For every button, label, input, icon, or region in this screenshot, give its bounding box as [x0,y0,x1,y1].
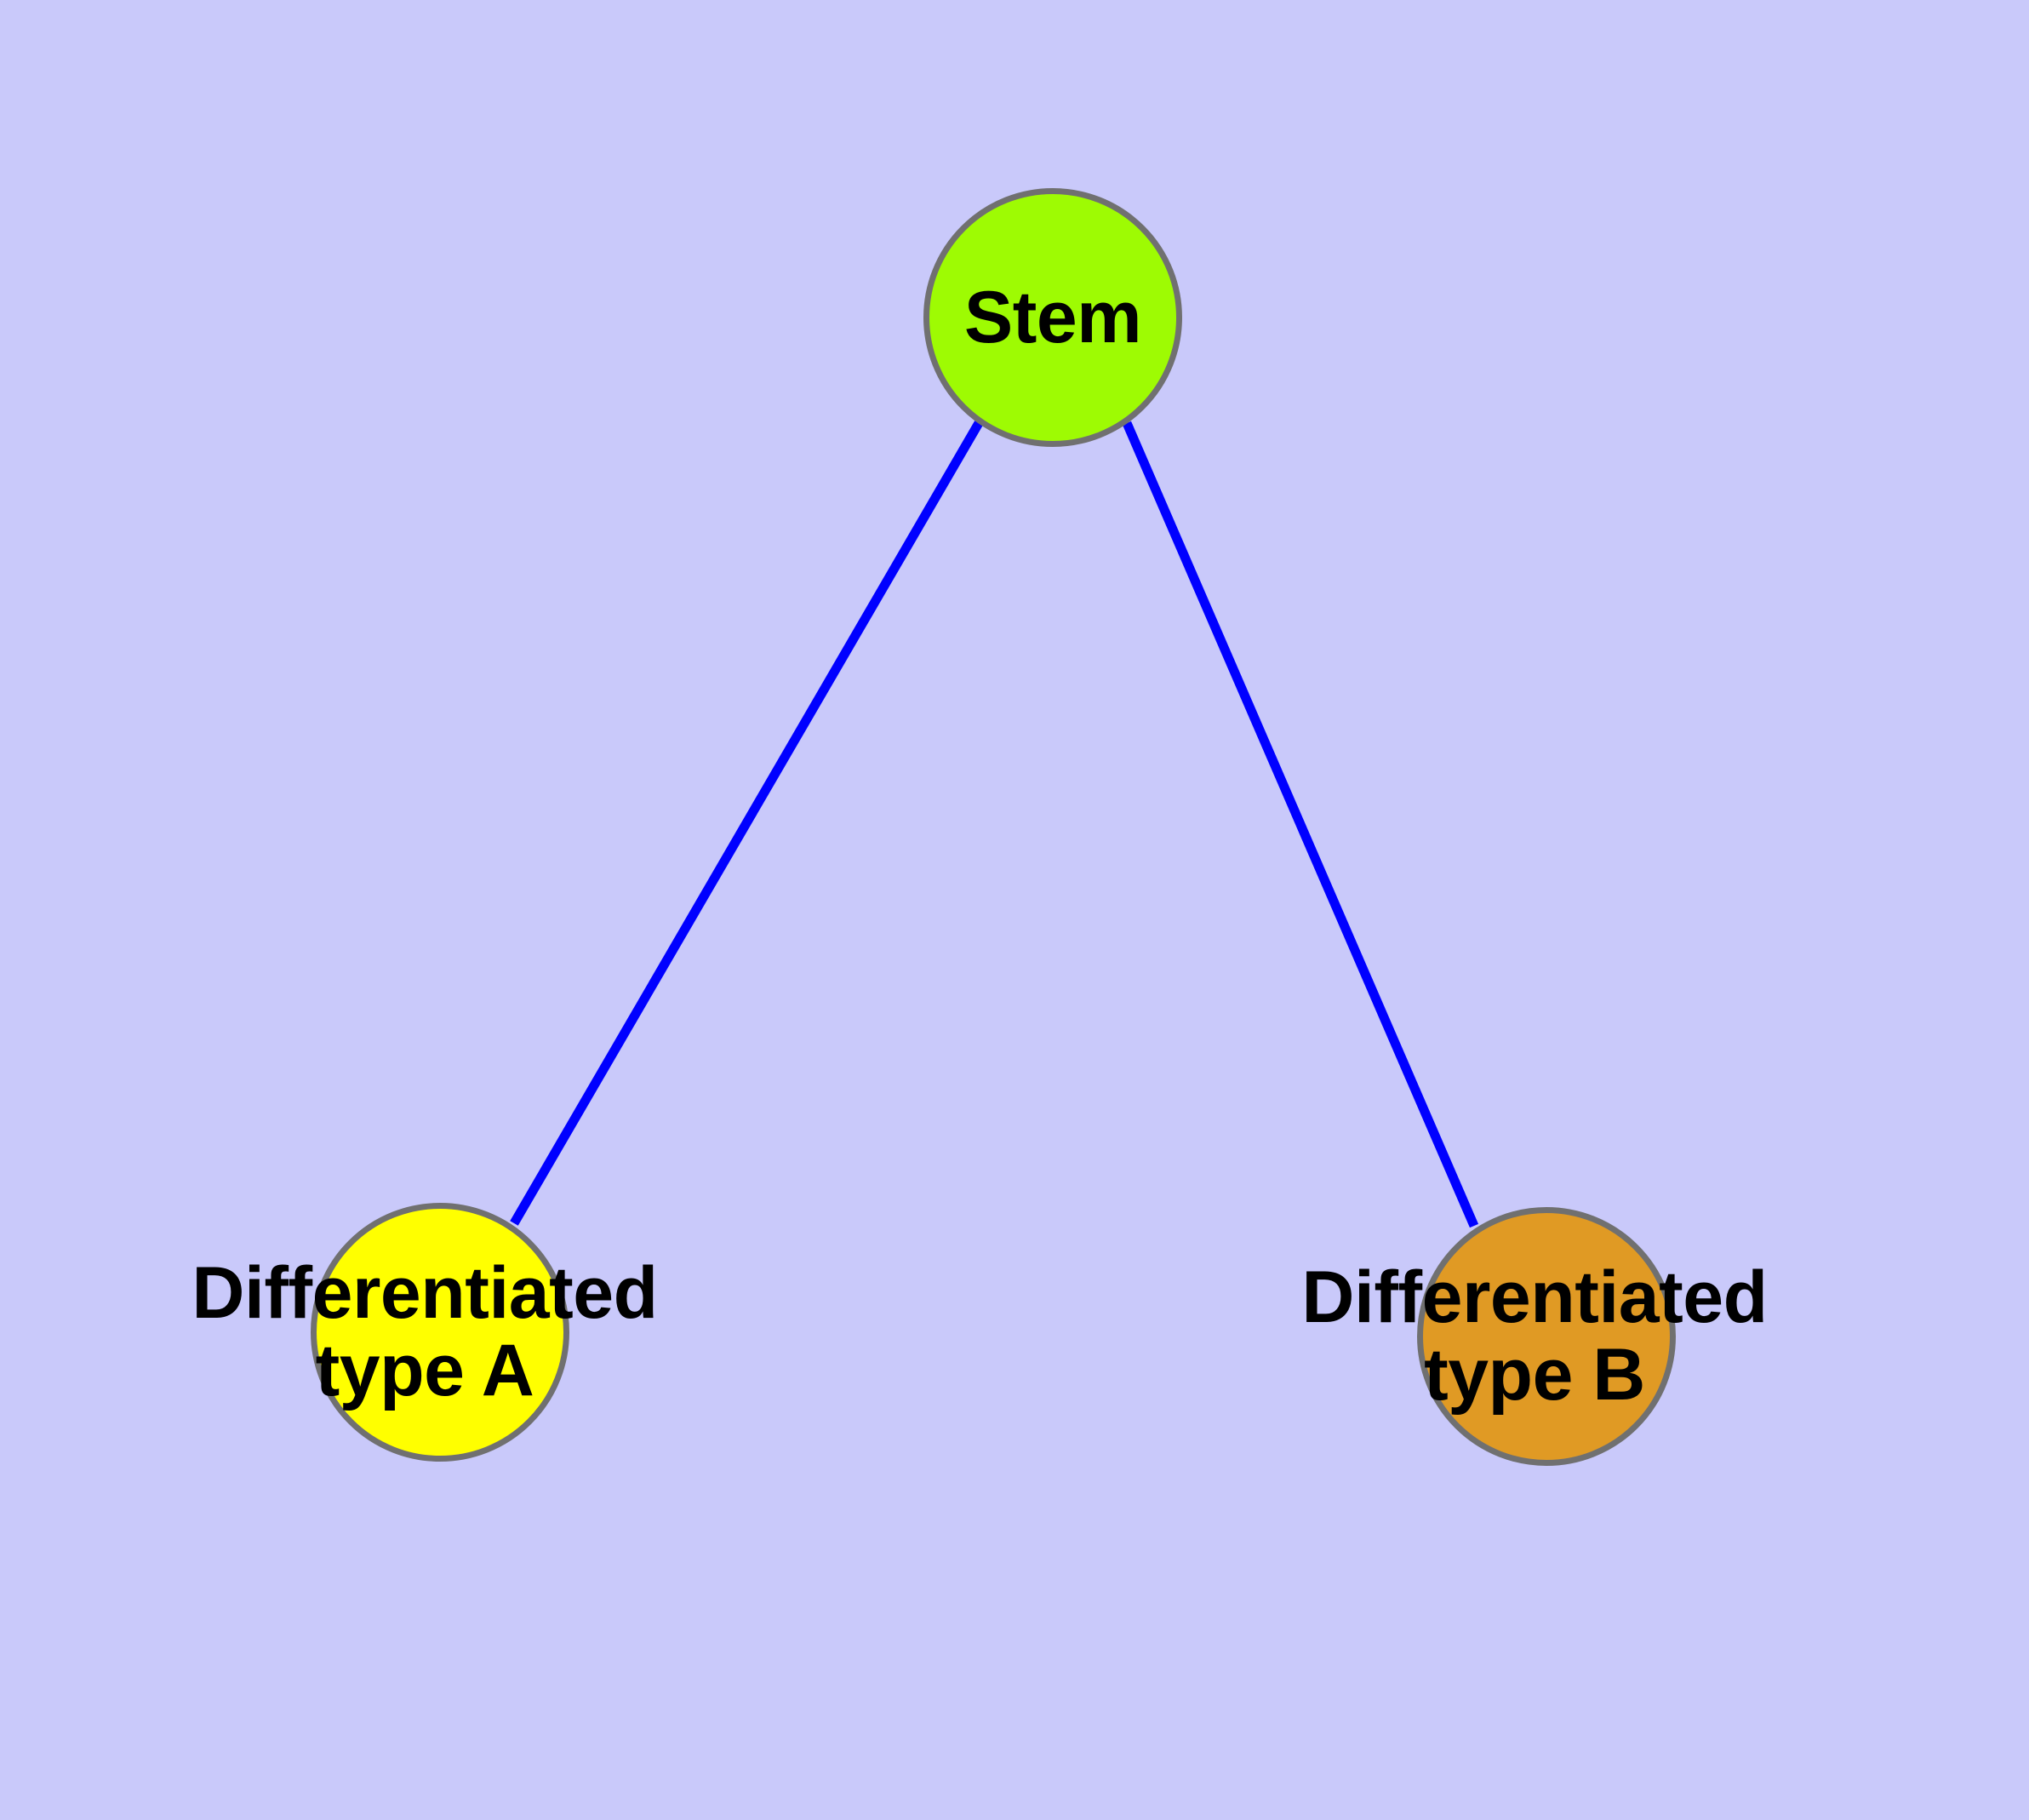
node-label-stem: Stem [963,276,1142,358]
edge-stem-to-diff-b[interactable] [1122,421,1479,1228]
node-stem[interactable] [923,188,1182,447]
edge-stem-to-diff-a[interactable] [510,421,983,1226]
node-label-differentiated-type-a: Differentiated type A [191,1252,658,1412]
node-label-differentiated-type-b: Differentiated type B [1301,1256,1768,1417]
node-differentiated-type-b[interactable] [1417,1207,1676,1466]
node-differentiated-type-a[interactable] [311,1203,569,1462]
